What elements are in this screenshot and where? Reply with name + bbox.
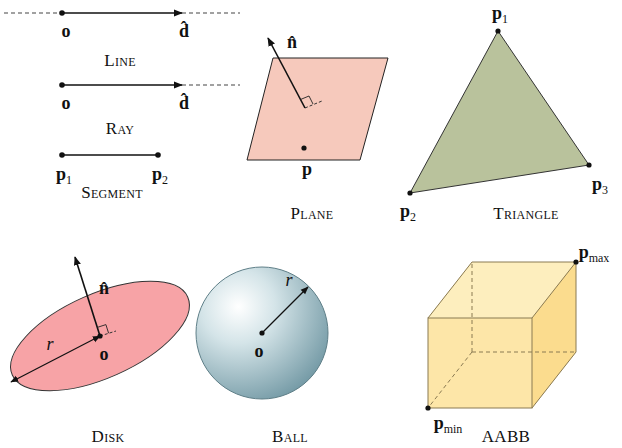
point-label: pmin [434, 414, 463, 432]
direction-label: d̂ [179, 22, 189, 40]
ball-primitive [196, 267, 328, 399]
direction-label: d̂ [179, 94, 189, 112]
point-label: p1 [492, 4, 508, 22]
aabb-primitive [425, 259, 578, 410]
point-label: o [62, 22, 71, 40]
ray-primitive [59, 82, 240, 88]
normal-label: n̂ [287, 33, 297, 51]
point-label: pmax [579, 243, 610, 261]
point-label: p3 [592, 175, 608, 193]
normal-label: n̂ [99, 279, 109, 297]
primitive-name: AABB [482, 428, 530, 445]
primitive-name: Line [104, 52, 136, 69]
primitive-name: Ball [272, 428, 308, 445]
primitive-name: Segment [81, 184, 143, 201]
plane-primitive [247, 38, 388, 160]
disk-primitive [0, 257, 205, 413]
point-label: o [62, 94, 71, 112]
triangle-primitive [407, 28, 591, 195]
point-label: p [302, 160, 312, 178]
radius-label: r [285, 271, 292, 289]
point-label: p2 [400, 202, 416, 220]
primitive-name: Plane [291, 205, 334, 222]
primitive-name: Disk [92, 428, 125, 445]
segment-primitive [59, 152, 161, 158]
point-label: o [100, 345, 109, 363]
primitive-name: Ray [106, 120, 134, 137]
point-label: p1 [56, 165, 72, 183]
point-label: p2 [152, 165, 168, 183]
point-label: o [255, 342, 264, 360]
line-primitive [4, 10, 240, 16]
radius-label: r [46, 335, 53, 353]
primitive-name: Triangle [493, 205, 558, 222]
